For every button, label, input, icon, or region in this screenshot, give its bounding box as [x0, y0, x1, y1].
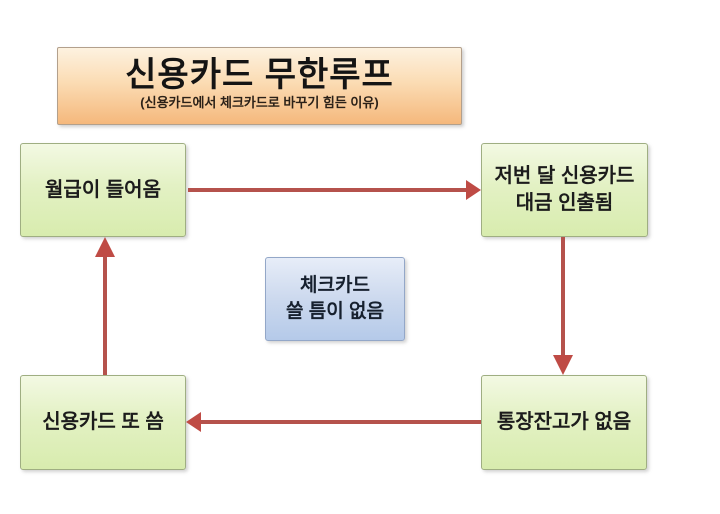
- node-card-withdrawn: 저번 달 신용카드 대금 인출됨: [481, 143, 648, 237]
- diagram-title: 신용카드 무한루프: [125, 56, 394, 94]
- arrow-up-icon: [95, 237, 115, 257]
- node-label: 통장잔고가 없음: [496, 411, 632, 433]
- node-label: 신용카드 또 씀: [42, 411, 164, 433]
- title-banner: 신용카드 무한루프 (신용카드에서 체크카드로 바꾸기 힘든 이유): [57, 47, 462, 125]
- arrow-balance-to-again-line: [201, 420, 481, 424]
- node-label-line2: 대금 인출됨: [515, 192, 614, 214]
- arrow-down-icon: [553, 355, 573, 375]
- arrow-again-to-salary-line: [103, 255, 107, 375]
- node-label: 월급이 들어옴: [45, 178, 161, 201]
- node-label-line1: 저번 달 신용카드: [494, 165, 635, 187]
- node-no-balance: 통장잔고가 없음: [481, 375, 647, 470]
- node-check-card-gap: 체크카드 쓸 틈이 없음: [265, 257, 405, 341]
- arrow-withdrawn-to-balance-line: [561, 237, 565, 357]
- arrow-left-icon: [186, 412, 201, 432]
- arrow-right-icon: [466, 180, 481, 200]
- arrow-salary-to-withdrawn-line: [188, 188, 466, 192]
- node-label-line2: 쓸 틈이 없음: [286, 301, 384, 322]
- diagram-subtitle: (신용카드에서 체크카드로 바꾸기 힘든 이유): [140, 95, 379, 110]
- node-card-used-again: 신용카드 또 씀: [20, 375, 186, 470]
- node-label-line1: 체크카드: [300, 275, 370, 296]
- node-salary-in: 월급이 들어옴: [20, 143, 186, 237]
